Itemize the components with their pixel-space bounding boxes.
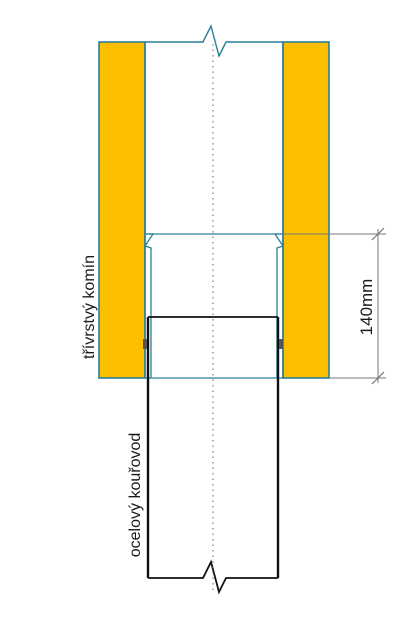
flue-label: ocelový kouřovod bbox=[127, 433, 144, 558]
seal-right bbox=[279, 339, 283, 349]
chimney-label: třívrstvý komín bbox=[81, 255, 98, 359]
dimension-label: 140mm bbox=[357, 279, 376, 336]
dimension-tick-bottom bbox=[371, 371, 385, 385]
seal-left bbox=[143, 339, 147, 349]
chimney-liner-top-break bbox=[145, 24, 283, 58]
chimney-wall-left bbox=[98, 41, 146, 379]
flue-pipe-bottom-break bbox=[148, 559, 278, 595]
dimension-tick-top bbox=[371, 227, 385, 241]
chimney-wall-right bbox=[282, 41, 330, 379]
